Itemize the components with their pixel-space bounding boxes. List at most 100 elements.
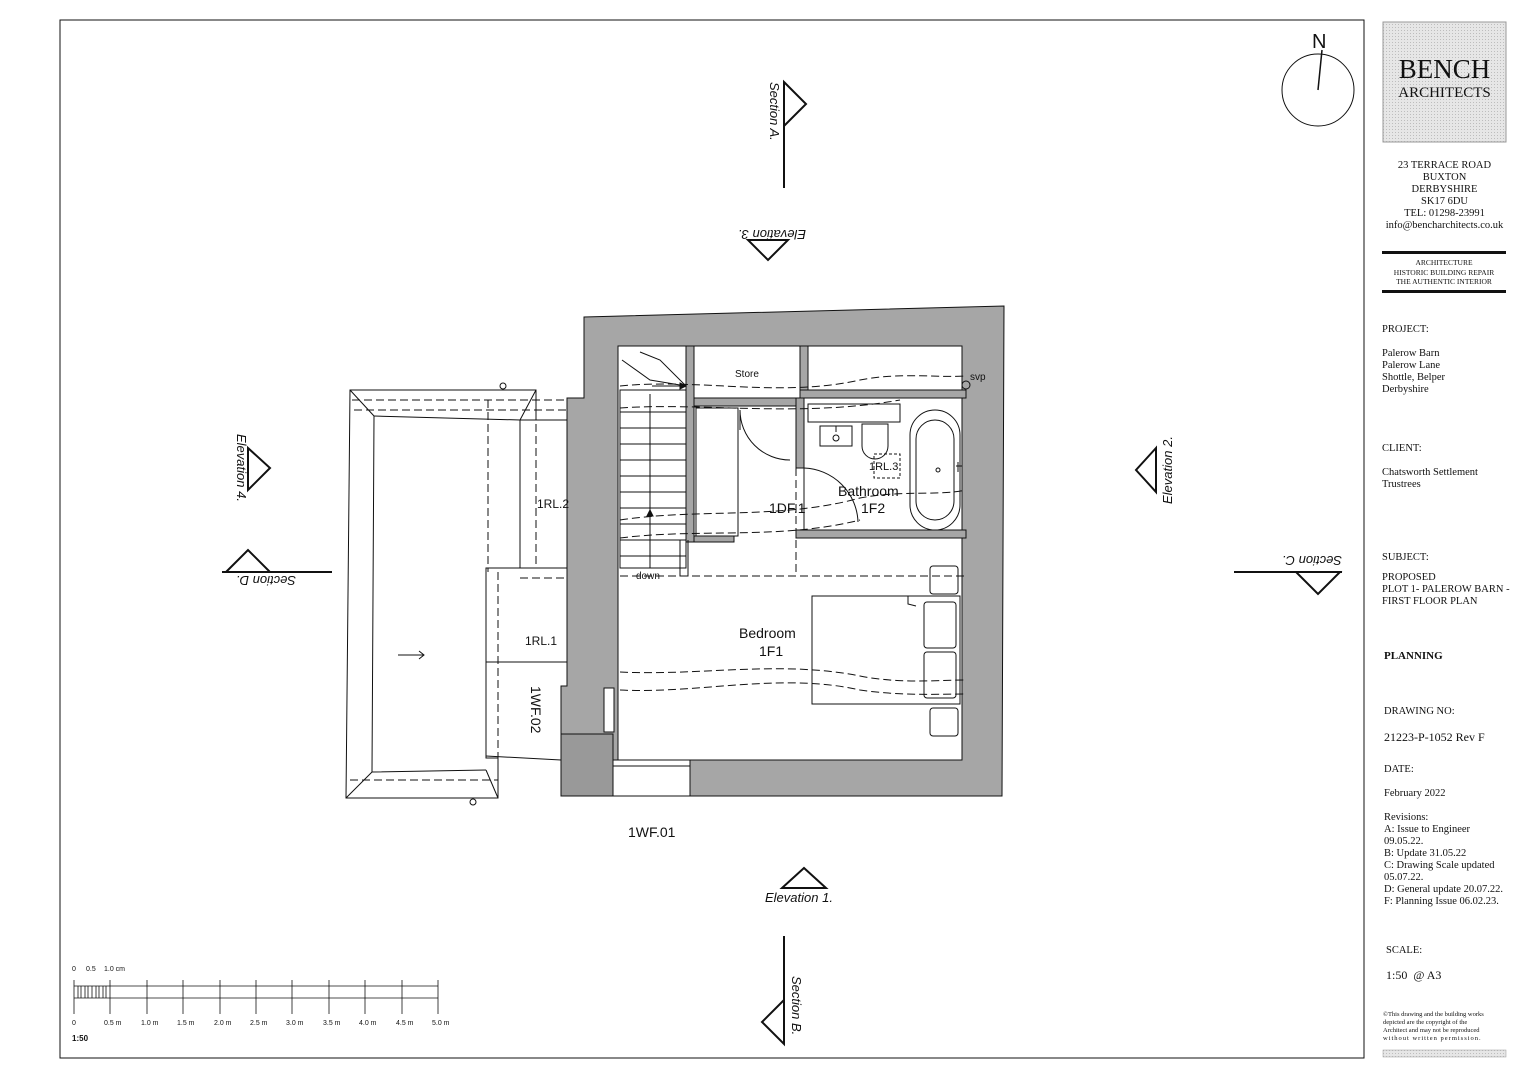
client-line: Trustrees bbox=[1382, 479, 1421, 490]
service-line: ARCHITECTURE bbox=[1415, 258, 1473, 267]
staircase bbox=[619, 351, 689, 577]
section-a-marker: Section A. bbox=[767, 79, 808, 188]
subject-block: SUBJECT: PROPOSED PLOT 1- PALEROW BARN -… bbox=[1382, 552, 1522, 608]
section-c-label: Section C. bbox=[1282, 553, 1342, 568]
copyright-block: ©This drawing and the building works dep… bbox=[1383, 1011, 1511, 1043]
section-b-marker: Section B. bbox=[760, 936, 804, 1047]
address-line: DERBYSHIRE bbox=[1411, 184, 1478, 195]
service-line: THE AUTHENTIC INTERIOR bbox=[1396, 277, 1492, 286]
bedroom-furniture bbox=[811, 565, 961, 737]
drawing-no-label: DRAWING NO: bbox=[1384, 706, 1455, 717]
elevation-1-label: Elevation 1. bbox=[765, 890, 833, 905]
elevation-3-label: Elevation 3. bbox=[738, 227, 806, 242]
scale-bottom-label-7: 3.5 m bbox=[323, 1020, 341, 1027]
project-label: PROJECT: bbox=[1382, 324, 1429, 335]
revisions-label: Revisions: bbox=[1384, 812, 1429, 823]
subject-line: PROPOSED bbox=[1382, 572, 1436, 583]
logo-box bbox=[1382, 21, 1507, 143]
scale-bottom-label-6: 3.0 m bbox=[286, 1020, 304, 1027]
client-line: Chatsworth Settlement bbox=[1382, 467, 1478, 478]
project-line: Palerow Barn bbox=[1382, 348, 1440, 359]
copyright-strip bbox=[1382, 1049, 1507, 1058]
copyright-line: ©This drawing and the building works bbox=[1383, 1011, 1484, 1018]
address-block: 23 TERRACE ROAD BUXTON DERBYSHIRE SK17 6… bbox=[1376, 160, 1513, 232]
subject-label: SUBJECT: bbox=[1382, 552, 1429, 563]
revision-line: 09.05.22. bbox=[1384, 836, 1424, 847]
rooflight-3-tag: 1RL.3 bbox=[869, 461, 898, 473]
scale-bottom-label-9: 4.5 m bbox=[396, 1020, 414, 1027]
logo-line-2: ARCHITECTS bbox=[1398, 85, 1491, 101]
door-swings bbox=[739, 409, 859, 530]
revision-line: F: Planning Issue 06.02.23. bbox=[1384, 896, 1499, 907]
client-label: CLIENT: bbox=[1382, 443, 1422, 454]
logo: BENCH ARCHITECTS bbox=[1383, 54, 1506, 102]
scale-bar-top-labels: 0 0.5 1.0 cm bbox=[72, 966, 125, 973]
revisions-block: Revisions: A: Issue to Engineer 09.05.22… bbox=[1384, 812, 1524, 908]
copyright-line: depicted are the copyright of the bbox=[1383, 1019, 1468, 1026]
client-block: CLIENT: Chatsworth Settlement Trustrees bbox=[1382, 443, 1522, 491]
section-a-label: Section A. bbox=[767, 82, 782, 141]
north-label: N bbox=[1312, 31, 1326, 53]
scale-top-label-2: 1.0 cm bbox=[104, 966, 125, 973]
scale-label: SCALE: bbox=[1386, 945, 1423, 956]
scale-top-label-1: 0.5 bbox=[86, 966, 96, 973]
elevation-2-marker: Elevation 2. bbox=[1134, 436, 1175, 504]
address-line: BUXTON bbox=[1422, 172, 1467, 183]
address-line: info@bencharchitects.co.uk bbox=[1385, 220, 1504, 231]
subject-line: PLOT 1- PALEROW BARN - bbox=[1382, 584, 1510, 595]
scale-top-label-0: 0 bbox=[72, 966, 76, 973]
address-line: 23 TERRACE ROAD bbox=[1397, 160, 1492, 171]
address-line: SK17 6DU bbox=[1421, 196, 1468, 207]
svp-label: svp bbox=[970, 372, 986, 383]
section-c-marker: Section C. bbox=[1234, 553, 1343, 596]
svp-icon bbox=[961, 380, 971, 390]
project-line: Palerow Lane bbox=[1382, 360, 1441, 371]
scale-bottom-label-8: 4.0 m bbox=[359, 1020, 377, 1027]
elevation-2-label: Elevation 2. bbox=[1160, 436, 1175, 504]
scale-bottom-label-2: 1.0 m bbox=[141, 1020, 159, 1027]
rooflight-1-tag: 1RL.1 bbox=[525, 634, 557, 648]
services-rule-top bbox=[1382, 251, 1506, 254]
north-arrow-icon: N bbox=[1281, 31, 1355, 127]
rooflight-2-tag: 1RL.2 bbox=[537, 497, 569, 511]
scale-bottom-label-1: 0.5 m bbox=[104, 1020, 122, 1027]
bathroom-name: Bathroom bbox=[838, 483, 899, 499]
wardrobe bbox=[695, 407, 739, 537]
service-line: HISTORIC BUILDING REPAIR bbox=[1393, 267, 1495, 277]
scale-value: 1:50 @ A3 bbox=[1386, 968, 1442, 982]
section-b-label: Section B. bbox=[789, 976, 804, 1035]
elevation-1-marker: Elevation 1. bbox=[765, 866, 833, 905]
status-label: PLANNING bbox=[1384, 650, 1443, 662]
store-label: Store bbox=[735, 369, 759, 380]
copyright-line: without written permission. bbox=[1383, 1035, 1482, 1042]
date-label: DATE: bbox=[1384, 764, 1414, 775]
services-block: ARCHITECTURE HISTORIC BUILDING REPAIR TH… bbox=[1380, 258, 1508, 287]
scale-bar-bottom-labels: 0 0.5 m 1.0 m 1.5 m 2.0 m 2.5 m 3.0 m 3.… bbox=[72, 1020, 450, 1027]
services-rule-bottom bbox=[1382, 290, 1506, 293]
bedroom-code: 1F1 bbox=[759, 643, 783, 659]
copyright-line: Architect and may not be reproduced bbox=[1383, 1027, 1480, 1034]
drawing-no: 21223-P-1052 Rev F bbox=[1384, 730, 1485, 744]
scale-bottom-label-0: 0 bbox=[72, 1020, 76, 1027]
wall-corner-block bbox=[560, 733, 614, 797]
elevation-4-label: Elevation 4. bbox=[234, 434, 249, 502]
revision-line: C: Drawing Scale updated bbox=[1384, 860, 1495, 871]
bathroom-code: 1F2 bbox=[861, 500, 885, 516]
internal-walls bbox=[685, 345, 967, 543]
scale-bottom-label-5: 2.5 m bbox=[250, 1020, 268, 1027]
subject-line: FIRST FLOOR PLAN bbox=[1382, 596, 1478, 607]
address-line: TEL: 01298-23991 bbox=[1404, 208, 1485, 219]
window-2-tag: 1WF.02 bbox=[528, 686, 544, 734]
lean-to-roof bbox=[345, 382, 567, 806]
window-reveal bbox=[611, 759, 691, 797]
project-line: Shottle, Belper bbox=[1382, 372, 1445, 383]
door-tag: 1DF.1 bbox=[769, 500, 806, 516]
scale-bottom-label-10: 5.0 m bbox=[432, 1020, 450, 1027]
scale-bar bbox=[73, 980, 439, 1014]
overhead-dashed-lines bbox=[619, 375, 967, 695]
section-d-label: Section D. bbox=[236, 573, 296, 588]
lean-to-dashed bbox=[350, 399, 567, 781]
bedroom-name: Bedroom bbox=[739, 625, 796, 641]
scale-bottom-label-3: 1.5 m bbox=[177, 1020, 195, 1027]
